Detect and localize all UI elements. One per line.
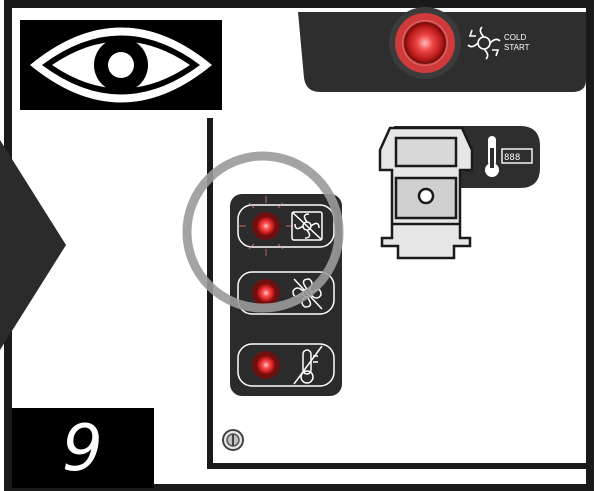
highlight-ring — [182, 151, 344, 313]
screw-icon — [222, 429, 244, 451]
fan-crossed-arrows-icon — [291, 211, 323, 241]
cold-start-label-line1: COLD — [504, 33, 526, 42]
eye-icon — [20, 20, 222, 110]
indicator-temperature-fault — [237, 343, 335, 387]
fan-rotate-icon — [467, 26, 501, 60]
temperature-display: 888 — [501, 148, 533, 164]
indicator-fan-fault — [237, 196, 335, 256]
step-number-box — [12, 408, 154, 488]
cold-start-label-line2: START — [504, 43, 530, 52]
electrical-plug-icon — [378, 126, 474, 260]
thermometer-crossed-icon — [293, 345, 323, 385]
temperature-display-value: 888 — [504, 153, 520, 163]
thermometer-icon — [485, 136, 499, 177]
step-number: 9 — [62, 412, 103, 486]
machine-panel-outline — [207, 118, 586, 469]
cold-start-button[interactable] — [389, 7, 461, 79]
indicator-panel — [230, 194, 342, 396]
left-arrow-marker — [0, 140, 66, 350]
